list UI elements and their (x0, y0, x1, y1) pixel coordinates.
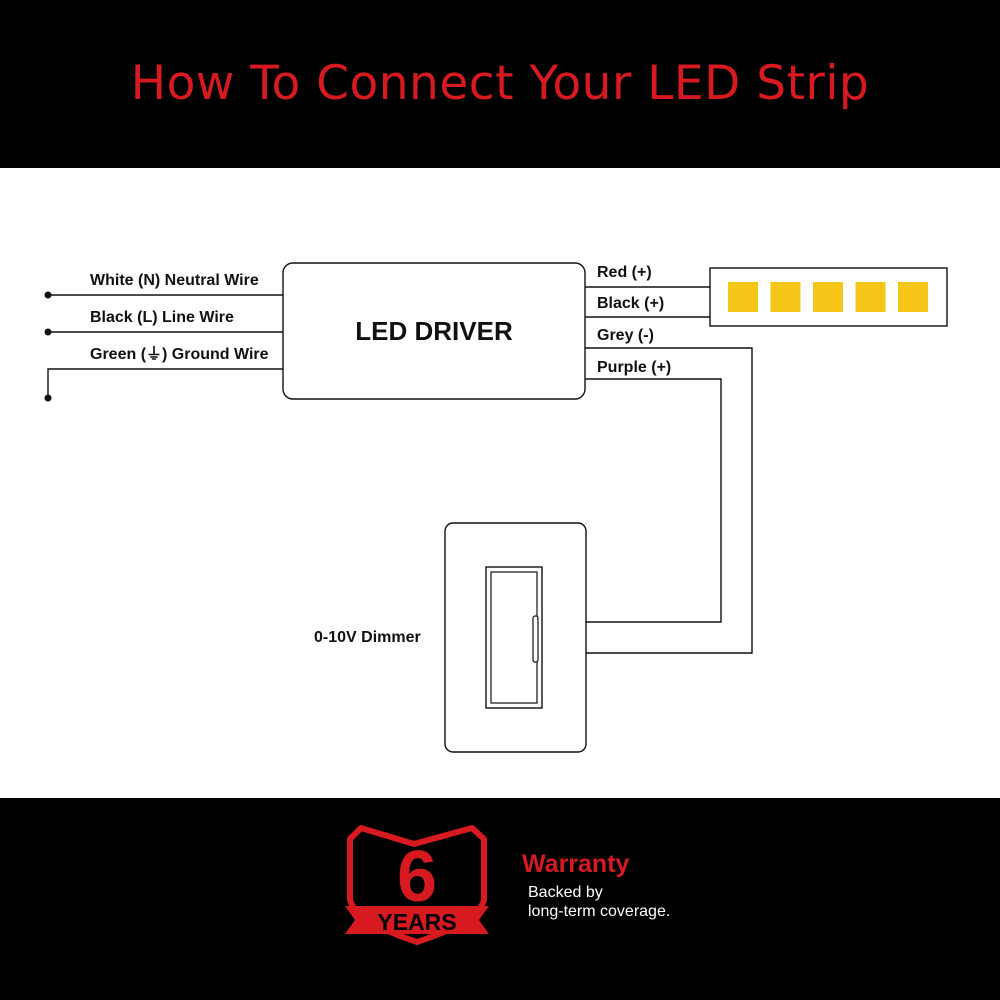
ground-terminal (44, 394, 52, 402)
purple-wire (585, 378, 722, 623)
header-bar: How To Connect Your LED Strip (0, 0, 1000, 168)
grey-wire-label: Grey (-) (597, 327, 654, 344)
wiring-diagram-panel: White (N) Neutral Wire Black (L) Line Wi… (0, 168, 1000, 798)
grey-wire (585, 347, 753, 654)
neutral-wire-label: White (N) Neutral Wire (90, 272, 259, 289)
badge-text: YEARS (377, 909, 456, 935)
black-out-wire-label: Black (+) (597, 295, 664, 312)
led-driver-label: LED DRIVER (355, 316, 513, 346)
dimmer-paddle (490, 571, 538, 704)
badge-number: 6 (397, 837, 437, 917)
footer-bar: 6 YEARS Warranty Backed by long-term cov… (0, 798, 1000, 1000)
red-wire-label: Red (+) (597, 264, 652, 281)
page-title: How To Connect Your LED Strip (130, 56, 870, 111)
warranty-shield-badge: 6 YEARS (345, 825, 489, 945)
led-chip (855, 282, 886, 312)
ground-wire-label: Green (⏚) Ground Wire (90, 345, 269, 363)
warranty-title: Warranty (522, 850, 630, 878)
dimmer-label: 0-10V Dimmer (314, 629, 421, 646)
led-chip (728, 282, 758, 312)
neutral-terminal (44, 291, 52, 299)
ground-symbol-icon: ⏚ (146, 345, 162, 363)
line-terminal (44, 328, 52, 336)
badge-ribbon (345, 906, 489, 934)
warranty-line-2: long-term coverage. (528, 903, 671, 920)
line-wire-label: Black (L) Line Wire (90, 309, 234, 326)
led-driver-box (282, 262, 586, 400)
dimmer-slider-icon (532, 615, 539, 663)
led-chip (770, 282, 801, 312)
purple-wire-label: Purple (+) (597, 359, 671, 376)
warranty-line-1: Backed by (528, 884, 603, 901)
led-chip (813, 282, 843, 312)
led-chips (728, 282, 928, 312)
wiring-diagram: White (N) Neutral Wire Black (L) Line Wi… (44, 262, 948, 753)
led-chip (898, 282, 928, 312)
ground-wire (47, 368, 283, 398)
